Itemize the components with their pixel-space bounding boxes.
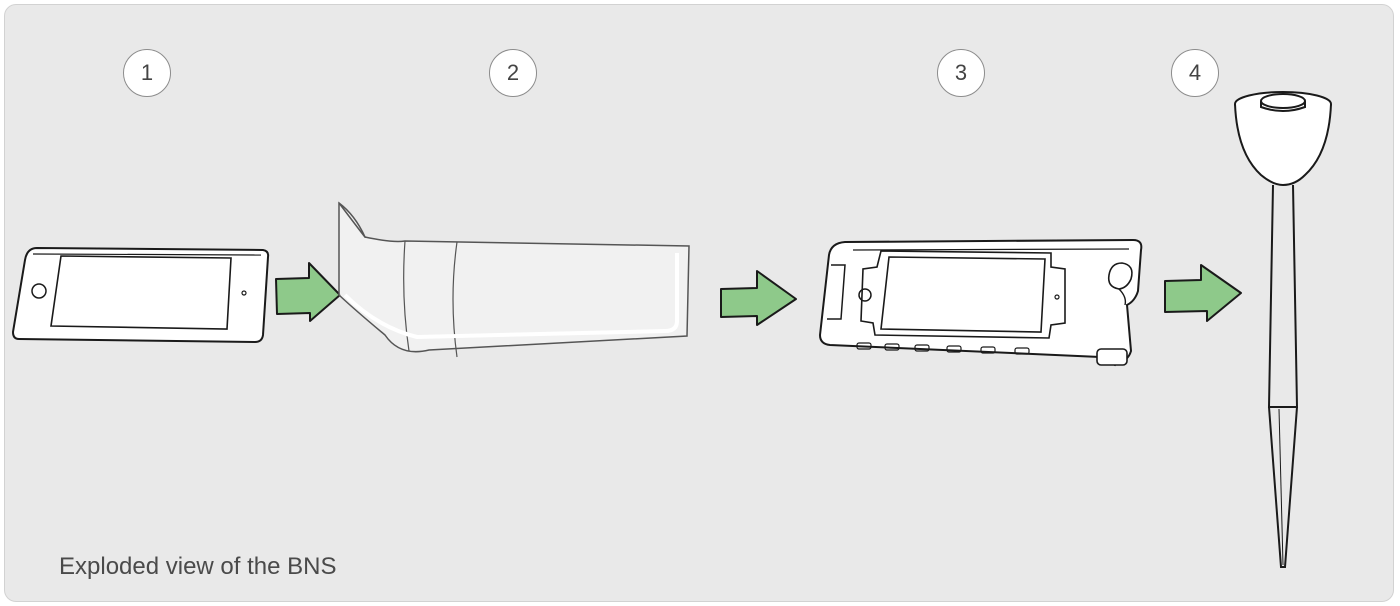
exploded-view-drawing — [5, 5, 1394, 602]
film-sleeve-icon — [339, 203, 689, 357]
phone-icon — [13, 248, 268, 342]
probe-stake-icon — [1235, 92, 1331, 567]
arrow-right-icon — [276, 263, 340, 321]
diagram-panel: 1 2 3 4 — [4, 4, 1394, 602]
diagram-caption: Exploded view of the BNS — [59, 553, 337, 581]
arrow-right-icon — [1165, 265, 1241, 321]
arrow-right-icon — [721, 271, 796, 325]
phone-case-icon — [820, 240, 1141, 365]
